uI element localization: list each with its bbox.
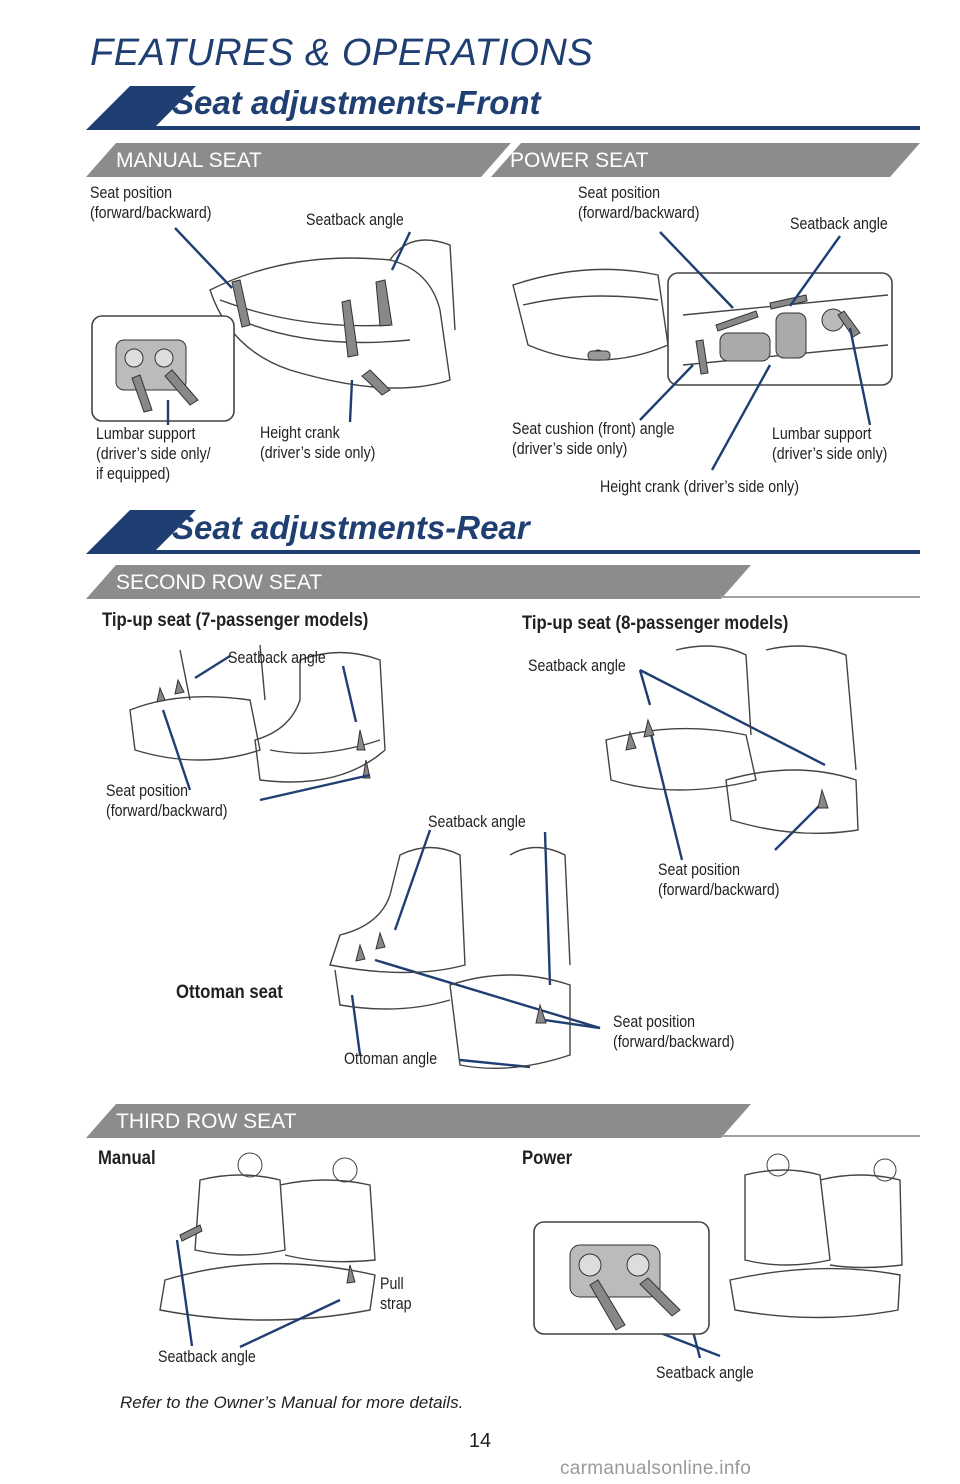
ottoman-seatback-angle-label: Seatback angle [428,813,526,831]
watermark: carmanualsonline.info [560,1458,752,1479]
third-row-band: THIRD ROW SEAT [116,1110,297,1133]
third-power-illustration [533,1153,903,1335]
power-height-crank-label: Height crank (driver’s side only) [600,478,800,496]
ottoman-illustration [329,846,571,1070]
front-section-title: Seat adjustments-Front [172,84,541,121]
manual-lumbar-label: Lumbar support (driver’s side only/ if e… [96,425,211,483]
third-row-callout-lines [175,1239,721,1359]
ottoman-title: Ottoman seat [176,982,283,1003]
tipup8-seat-position-label: Seat position (forward/backward) [658,861,780,899]
third-row-band-shape [86,1104,920,1138]
power-callout-lines [639,231,872,471]
power-seat-illustration [512,268,893,386]
tipup8-title: Tip-up seat (8-passenger models) [522,613,789,634]
front-title-bar [86,86,920,130]
section-heading: FEATURES & OPERATIONS [90,32,594,74]
third-power-seatback-angle-label: Seatback angle [656,1364,754,1382]
rear-section-title: Seat adjustments-Rear [172,509,530,546]
tipup7-seatback-angle-label: Seatback angle [228,649,326,667]
third-manual-illustration [159,1152,376,1321]
third-power-title: Power [522,1148,573,1169]
ottoman-angle-label: Ottoman angle [344,1050,438,1068]
page-number: 14 [468,1430,492,1452]
second-row-band: SECOND ROW SEAT [116,571,323,594]
manual-callout-lines [166,227,412,425]
power-seat-position-label: Seat position (forward/backward) [578,184,700,222]
power-seat-band: POWER SEAT [510,149,649,172]
manual-seat-illustration [91,239,456,422]
manual-seatback-angle-label: Seatback angle [306,211,404,229]
third-manual-title: Manual [98,1148,156,1169]
rear-title-bar [86,510,920,554]
tipup8-seatback-angle-label: Seatback angle [528,657,626,675]
manual-height-crank-label: Height crank (driver’s side only) [260,424,376,462]
second-row-band-shape [86,565,920,599]
front-bands [86,143,920,177]
power-seatback-angle-label: Seatback angle [790,215,888,233]
second-row-callout-lines [161,654,826,1069]
manual-seat-position-label: Seat position (forward/backward) [90,184,212,222]
tipup7-illustration [129,644,386,783]
manual-seat-band: MANUAL SEAT [116,149,262,172]
footer-note: Refer to the Owner’s Manual for more det… [120,1393,464,1412]
third-manual-seatback-angle-label: Seatback angle [158,1348,256,1366]
tipup8-illustration [605,645,859,835]
tipup7-title: Tip-up seat (7-passenger models) [102,610,369,631]
ottoman-seat-position-label: Seat position (forward/backward) [613,1013,735,1051]
power-cushion-angle-label: Seat cushion (front) angle (driver’s sid… [512,420,675,458]
tipup7-seat-position-label: Seat position (forward/backward) [106,782,228,820]
pull-strap-label: Pull strap [380,1275,412,1313]
power-lumbar-label: Lumbar support (driver’s side only) [772,425,888,463]
